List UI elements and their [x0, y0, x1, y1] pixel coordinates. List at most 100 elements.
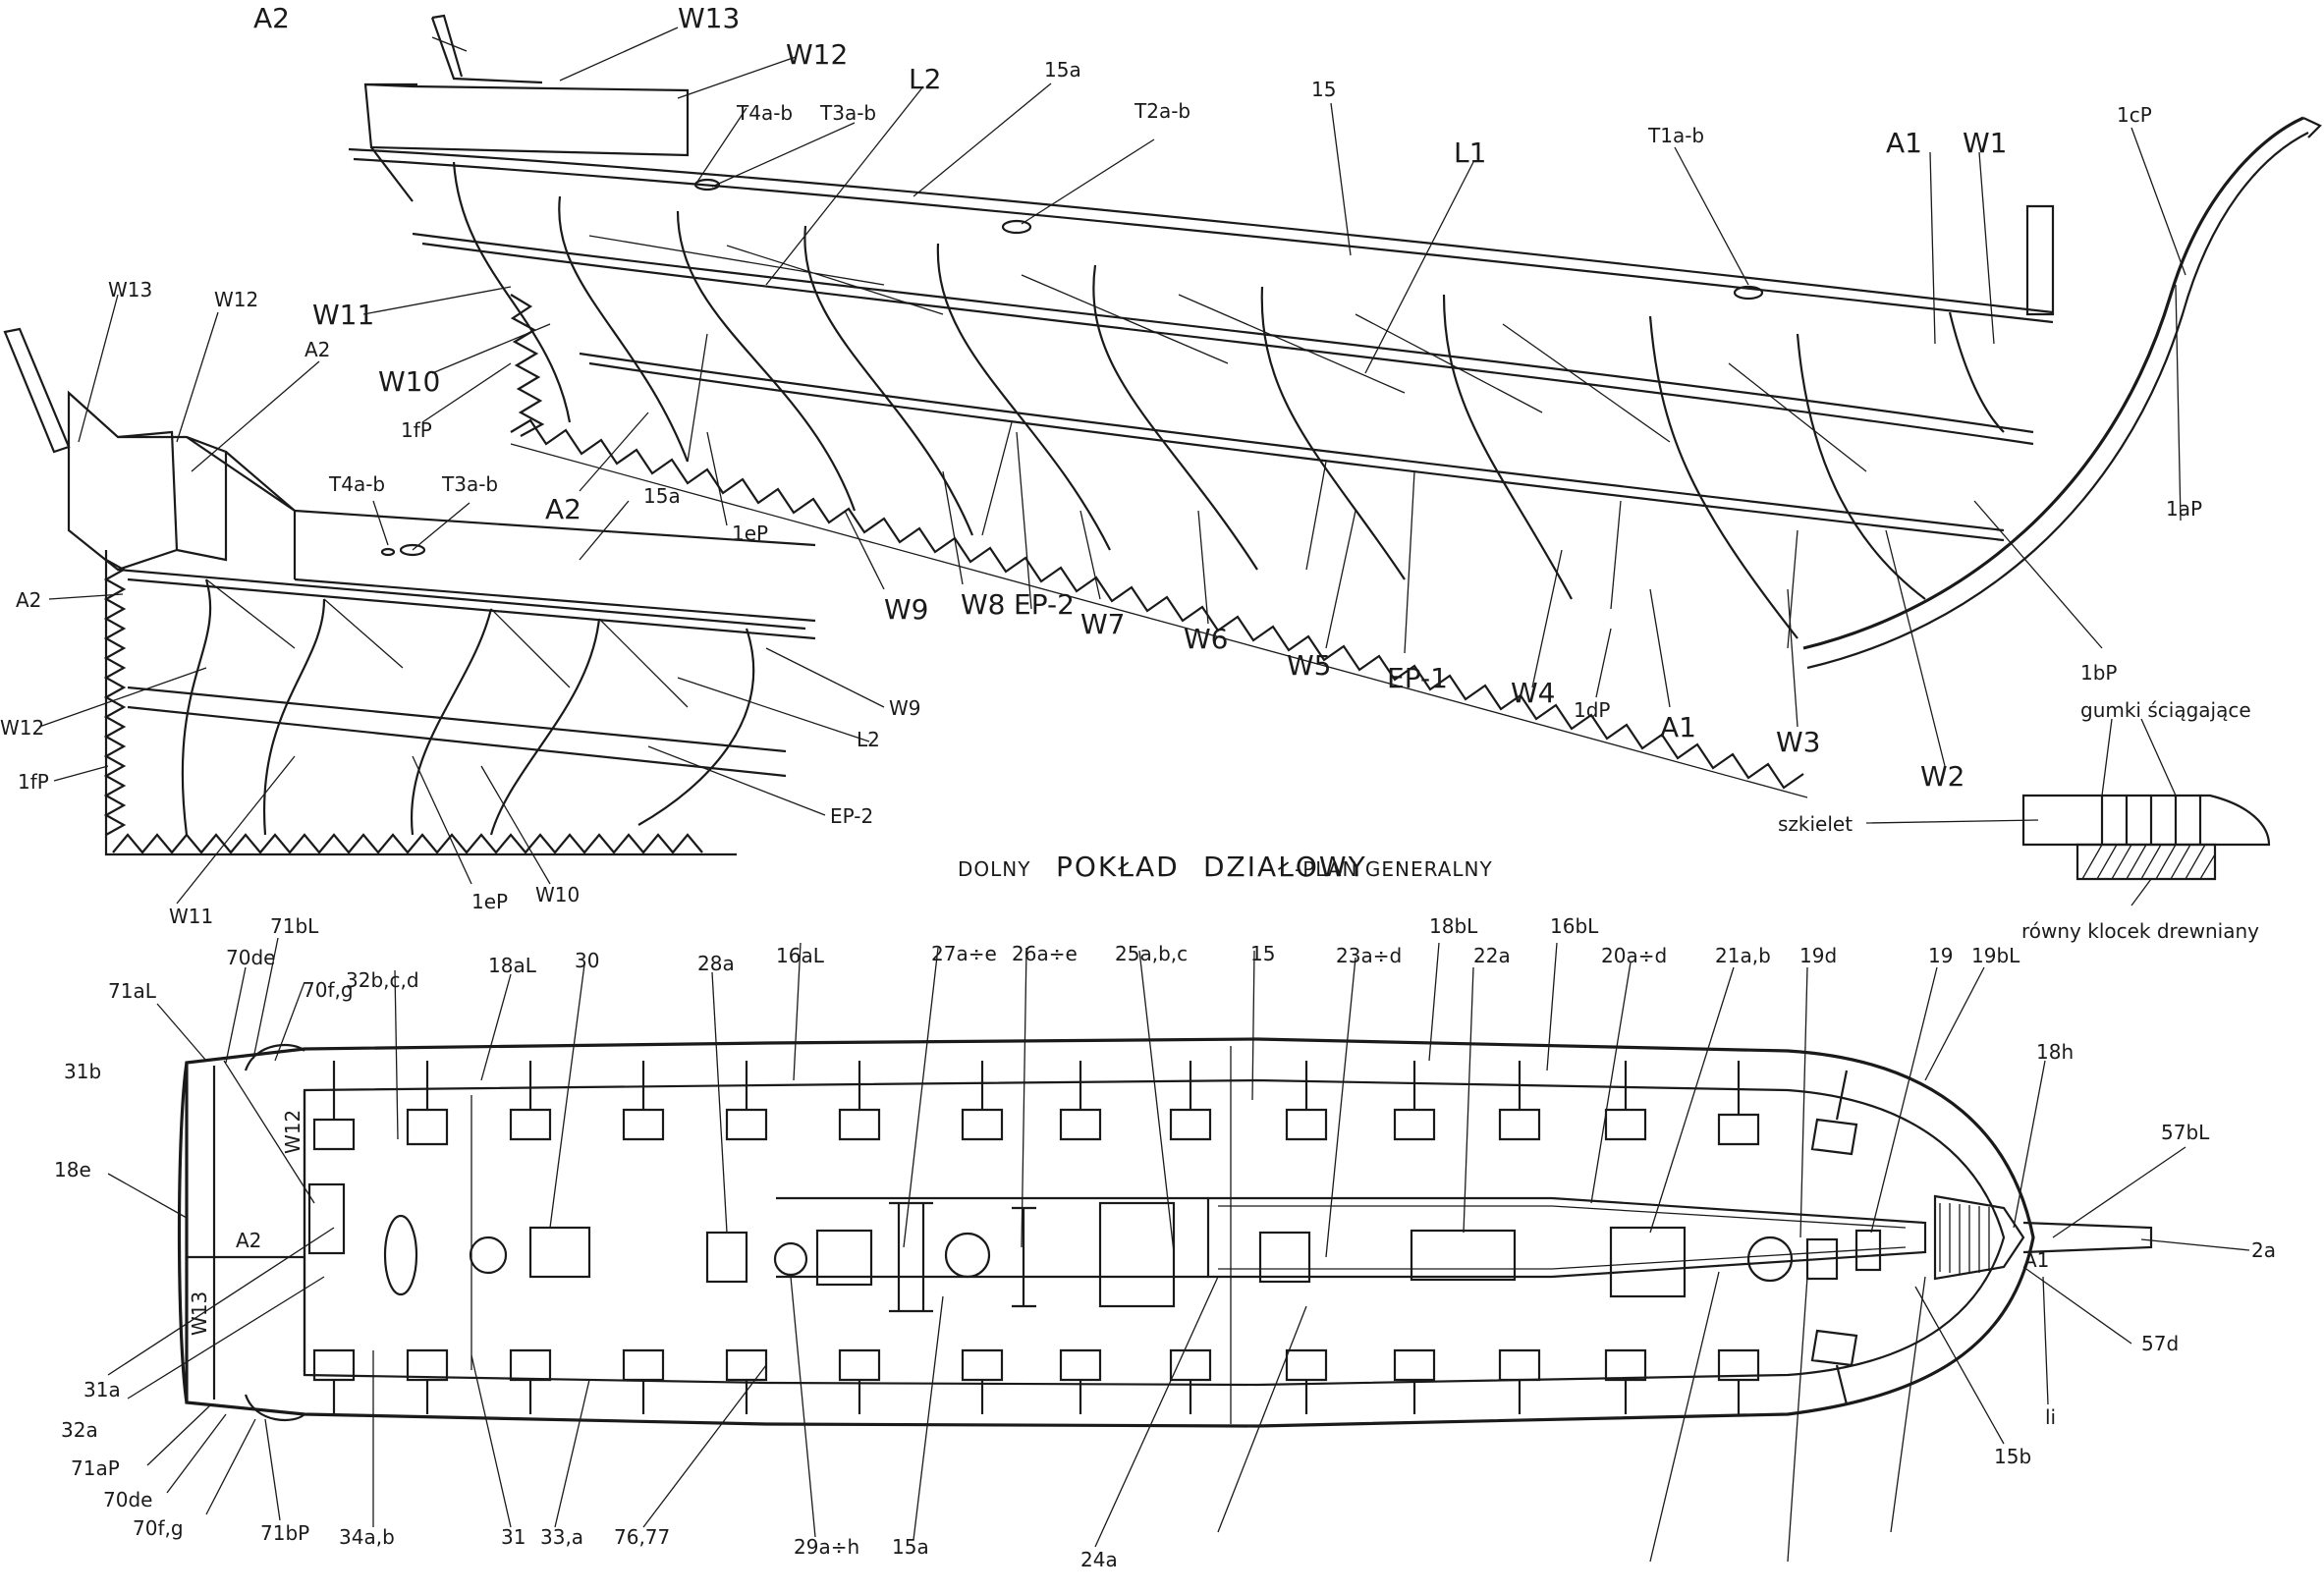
label-32a: 32a [61, 1418, 98, 1442]
label-15b: 15b [1994, 1445, 2031, 1468]
capstan-aft [469, 1236, 508, 1275]
label-top-t4ab: T4a-b [736, 101, 793, 125]
frame-w2 [1796, 333, 1926, 600]
stern-fitting [307, 1182, 346, 1255]
label-stern-w13: W13 [108, 278, 152, 302]
label-top-l2: L2 [909, 63, 941, 95]
label-stern-a2: A2 [304, 338, 330, 361]
label-57d: 57d [2141, 1332, 2179, 1355]
center-waist [1206, 1196, 1927, 1279]
label-33a: 33,a [540, 1525, 583, 1549]
fitting-23 [1258, 1231, 1311, 1284]
label-top-a2b: A2 [545, 493, 581, 525]
stern-deck-lines [117, 509, 816, 631]
label-stern-15a: 15a [643, 484, 681, 508]
label-18bl: 18bL [1429, 914, 1478, 938]
label-32bcd: 32b,c,d [346, 968, 419, 992]
label-top-1dp: 1dP [1574, 698, 1610, 722]
label-19d: 19d [1799, 944, 1837, 967]
label-top-w6: W6 [1184, 623, 1229, 655]
label-deck-w13: W13 [188, 1291, 211, 1336]
label-29ah: 29a÷h [794, 1535, 859, 1559]
frame-w11 [452, 161, 572, 423]
bow-grating [1933, 1194, 2025, 1281]
deck-labels: 71bL 70de 70f,g 71aL 32b,c,d 18aL 30 28a… [54, 914, 2276, 1571]
label-top-w9: W9 [884, 593, 929, 626]
label-top-w10: W10 [378, 365, 440, 398]
label-71bp: 71bP [260, 1521, 309, 1545]
transom-lines [187, 1066, 306, 1400]
stern-frames [181, 578, 755, 836]
frame-w10 [558, 195, 690, 463]
hatch-t1 [1733, 285, 1764, 301]
label-30: 30 [575, 949, 599, 972]
fitting-27 [815, 1229, 873, 1287]
frame-w3 [1648, 315, 1798, 639]
fitting-30 [528, 1226, 591, 1279]
label-19bl: 19bL [1971, 944, 2020, 967]
capstan-2 [1746, 1236, 1794, 1283]
label-top-w12: W12 [786, 38, 848, 71]
label-stern-w12-left: W12 [0, 716, 44, 740]
lower-stringer [579, 352, 2005, 532]
label-deck-a1: A1 [2023, 1248, 2049, 1272]
hull-outline-outer [185, 1037, 2035, 1428]
label-70fg-2: 70f,g [133, 1516, 184, 1540]
fitting-25 [1098, 1201, 1176, 1308]
label-top-w13: W13 [678, 2, 740, 34]
title-prefix: DOLNY [958, 857, 1030, 881]
fitting-19d [1805, 1237, 1839, 1281]
transom [177, 1062, 189, 1403]
fitting-29 [773, 1241, 808, 1277]
label-71ap: 71aP [71, 1456, 120, 1480]
label-stern-w12: W12 [214, 288, 258, 311]
lower-stringer-2 [588, 361, 2005, 542]
frame-w1 [1948, 311, 2005, 433]
deck-plan [177, 1037, 2153, 1428]
label-top-w2: W2 [1920, 760, 1965, 793]
label-top-w1: W1 [1963, 127, 2008, 159]
frame-w7 [936, 243, 1111, 551]
label-22a: 22a [1473, 944, 1511, 967]
cannons-port [312, 1061, 1858, 1156]
label-28a: 28a [697, 952, 735, 975]
label-31: 31 [501, 1525, 526, 1549]
title-word2: DZIAŁOWY [1203, 851, 1367, 883]
stern-zigzag-bottom [112, 833, 703, 854]
leaders-top [362, 27, 2186, 767]
label-top-a1: A1 [1886, 127, 1922, 159]
fitting-32 [383, 1214, 418, 1296]
hull-perspective-main [348, 14, 2322, 798]
label-15: 15 [1250, 942, 1275, 965]
label-18al: 18aL [488, 954, 537, 977]
rubber-bands [2100, 796, 2202, 845]
stern-post [430, 14, 543, 84]
fitting-28a [705, 1231, 748, 1284]
stern-box-3 [186, 436, 297, 579]
label-71al: 71aL [108, 979, 157, 1003]
label-26ae: 26a÷e [1012, 942, 1078, 965]
label-stern-l2: L2 [857, 728, 880, 751]
capstan-1 [944, 1232, 991, 1279]
label-stern-1ep: 1eP [471, 890, 508, 913]
bow-tip [2302, 117, 2322, 138]
label-top-1ap: 1aP [2166, 497, 2202, 521]
label-gumki: gumki ściągające [2080, 698, 2251, 722]
clamping-detail: szkielet gumki ściągające równy klocek d… [1778, 698, 2271, 943]
label-stern-t3ab: T3a-b [441, 472, 498, 496]
stern-hatch-1 [399, 543, 426, 557]
label-top-ep2: EP-2 [1014, 588, 1075, 621]
quarter-gallery-r [244, 1394, 305, 1422]
label-15a-deck: 15a [892, 1535, 929, 1559]
label-top-1fp: 1fP [401, 418, 432, 442]
label-57bl: 57bL [2161, 1121, 2210, 1144]
label-16bl: 16bL [1550, 914, 1599, 938]
label-70de: 70de [226, 946, 275, 969]
deck-cross-lines [588, 235, 1867, 649]
bow-block [2025, 204, 2055, 316]
label-top-ep1: EP-1 [1387, 662, 1448, 694]
hatch-t2 [1001, 219, 1032, 235]
stern-labels: W13 W12 A2 T4a-b T3a-b 15a A2 W12 1fP W9… [0, 278, 921, 928]
